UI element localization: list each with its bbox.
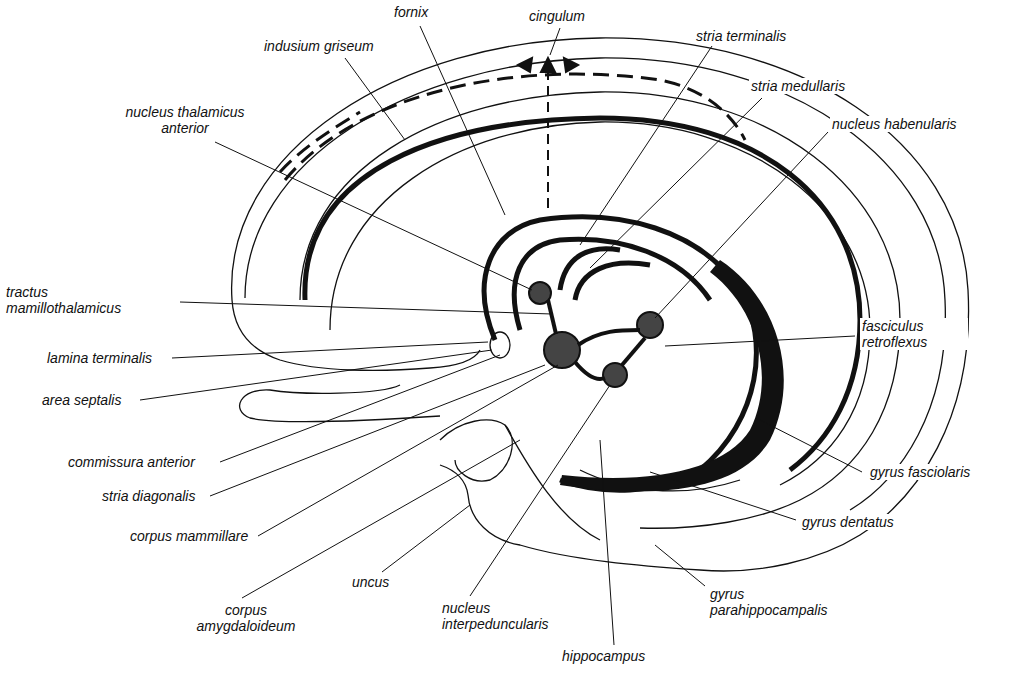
fornix-tract (305, 118, 860, 490)
part-label: tractus mamillothalamicus (4, 284, 148, 316)
part-label: hippocampus (560, 648, 647, 664)
part-label: lamina terminalis (45, 350, 154, 366)
part-label: stria medullaris (749, 78, 847, 94)
part-label: nucleus interpeduncularis (440, 600, 584, 632)
brain-outline (232, 38, 969, 571)
part-label: indusium griseum (262, 38, 376, 54)
part-label: corpus mammillare (128, 528, 250, 544)
part-label: stria diagonalis (100, 488, 197, 504)
part-label: fasciculus retroflexus (860, 318, 968, 350)
part-label: gyrus fasciolaris (868, 464, 972, 480)
part-label: gyrus dentatus (800, 514, 896, 530)
part-label: commissura anterior (66, 454, 197, 470)
part-label: fornix (392, 4, 430, 20)
cingulum-arrows (518, 58, 578, 212)
part-label: uncus (350, 574, 391, 590)
hippocampus-shape (560, 260, 784, 491)
nuclei (529, 282, 663, 387)
part-label: cingulum (527, 8, 587, 24)
part-label: corpus amygdaloideum (182, 602, 310, 634)
part-label: nucleus thalamicus anterior (108, 104, 262, 136)
part-label: gyrus parahippocampalis (708, 586, 840, 618)
part-label: stria terminalis (694, 28, 788, 44)
part-label: nucleus habenularis (830, 116, 959, 132)
part-label: area septalis (40, 392, 123, 408)
